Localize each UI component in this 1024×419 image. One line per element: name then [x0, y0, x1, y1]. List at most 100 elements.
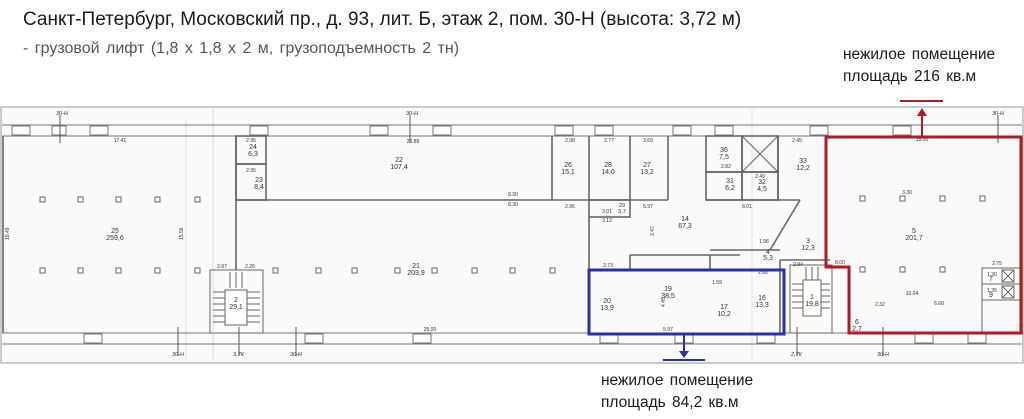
arrow-head-84-icon [679, 351, 689, 358]
arrow-head-216-icon [917, 108, 927, 116]
room-4-num: 4 [766, 249, 770, 256]
room-26-area: 15,1 [561, 169, 575, 176]
dim-label: 2.26 [245, 264, 255, 270]
room-33-area: 12,2 [796, 165, 810, 172]
dim-label: 3.69 [643, 138, 653, 144]
dim-label: 2.95 [246, 168, 256, 174]
highlight-84-area[interactable] [587, 268, 786, 361]
windows-top [11, 125, 912, 136]
callout-216-line1: нежилое помещение [843, 46, 996, 63]
room-6-num: 6 [855, 319, 859, 326]
axis-top-c: 30-Н [992, 111, 1004, 117]
room-23-num: 23 [255, 177, 263, 184]
dim-label: 1.96 [759, 239, 769, 245]
room-22-num: 22 [395, 157, 403, 164]
dim-label: 2.87 [217, 264, 227, 270]
dim-label: 8.01 [742, 204, 752, 210]
room-17-area: 10,2 [717, 311, 731, 318]
elevator-shaft [741, 135, 779, 173]
dim-label: 5.97 [643, 204, 653, 210]
room-25-num: 25 [111, 228, 119, 235]
dim-label: 2.96 [565, 204, 575, 210]
room-20-area: 13,9 [600, 305, 614, 312]
callout-84-line2: площадь 84,2 кв.м [601, 394, 739, 411]
room-labels: 25 259,6 24 6,3 23 8,4 22 107,4 21 203,9… [106, 144, 993, 333]
dim-label: 25.00 [424, 327, 437, 333]
room-33-num: 33 [799, 158, 807, 165]
dim-label: 5.97 [663, 327, 673, 333]
room-36-num: 36 [720, 147, 728, 154]
dim-label: 3.12 [602, 218, 612, 224]
dim-label: 1.35 [987, 288, 997, 294]
room-16-area: 13,3 [755, 302, 769, 309]
room-27-num: 27 [643, 162, 651, 169]
room-19-num: 19 [664, 286, 672, 293]
freight-elevator-note: - грузовой лифт (1,8 х 1,8 х 2 м, грузоп… [23, 40, 460, 57]
room-24-area: 6,3 [248, 151, 258, 158]
room-28-area: 14,0 [601, 169, 615, 176]
dim-label: 3.01 [602, 209, 612, 215]
dim-label: 2.82 [721, 164, 731, 170]
dim-label: 1.59 [712, 280, 722, 286]
columns [39, 195, 986, 274]
dim-label: 8.30 [508, 192, 518, 198]
dim-label: 2.98 [565, 138, 575, 144]
room-26-num: 26 [564, 162, 572, 169]
room-31-area: 6,2 [725, 185, 735, 192]
interior-walls [2, 135, 830, 333]
highlight-216-outline[interactable] [824, 135, 1023, 335]
vertical-dimension-labels: 15.49 15.56 4.45 3.47 [5, 226, 667, 307]
room-1-area: 19,8 [805, 301, 819, 308]
room-2-num: 2 [234, 297, 238, 304]
dim-label: 4.45 [661, 297, 667, 307]
page-title: Санкт-Петербург, Московский пр., д. 93, … [23, 9, 742, 30]
room-14-num: 14 [681, 216, 689, 223]
room-14-area: 67,3 [678, 223, 692, 230]
highlight-216-area[interactable] [824, 100, 1023, 335]
room-19-area: 38,5 [661, 293, 675, 300]
room-32-area: 4,5 [757, 186, 767, 193]
room-9-num: 9 [989, 292, 993, 299]
dim-label: 2.45 [792, 138, 802, 144]
axis-bottom-b: 3,7К [233, 352, 245, 358]
dim-label: 3.47 [650, 226, 656, 236]
room-22-area: 107,4 [390, 164, 408, 171]
room-5-area: 201,7 [905, 235, 923, 242]
dim-label: 2.75 [992, 261, 1002, 267]
room-16-num: 16 [758, 295, 766, 302]
room-3-num: 3 [806, 238, 810, 245]
dim-label: 3.30 [902, 190, 912, 196]
axis-top-a: 30-Н [56, 111, 68, 117]
axis-top-b: 30-Н [406, 111, 418, 117]
callout-216-line2: площадь 216 кв.м [843, 68, 977, 85]
dim-label: 2.32 [875, 302, 885, 308]
room-36-area: 7,5 [719, 154, 729, 161]
dim-label: 2.77 [604, 138, 614, 144]
room-29-area: 3,7 [618, 209, 626, 215]
room-27-area: 13,2 [640, 169, 654, 176]
room-4-area: 5,3 [763, 255, 773, 262]
dim-label: 2.73 [603, 263, 613, 269]
highlight-84-outline[interactable] [587, 268, 786, 336]
staircase-right [789, 264, 833, 334]
room-24-num: 24 [249, 144, 257, 151]
dimension-labels: 17.41 2.95 2.95 20.88 8.30 8.30 2.87 2.2… [114, 137, 1002, 333]
dim-label: 2.60 [758, 270, 768, 276]
room-31-num: 31 [726, 178, 734, 185]
dim-label: 17.41 [114, 138, 127, 144]
room-23-area: 8,4 [254, 184, 264, 191]
dim-label: 20.88 [407, 139, 420, 145]
room-7-num: 7 [989, 276, 993, 283]
room-3-area: 12,3 [801, 245, 815, 252]
plan-sheet [0, 106, 1024, 364]
room-2-area: 29,1 [229, 304, 243, 311]
room-21-num: 21 [412, 263, 420, 270]
callout-84: нежилое помещение площадь 84,2 кв.м [601, 370, 753, 414]
room-28-num: 28 [604, 162, 612, 169]
room-29-num: 29 [619, 203, 625, 209]
dim-label: 15.49 [5, 227, 11, 240]
room-20-num: 20 [603, 298, 611, 305]
callout-216: нежилое помещение площадь 216 кв.м [843, 44, 995, 88]
dim-label: 10.04 [906, 291, 919, 297]
